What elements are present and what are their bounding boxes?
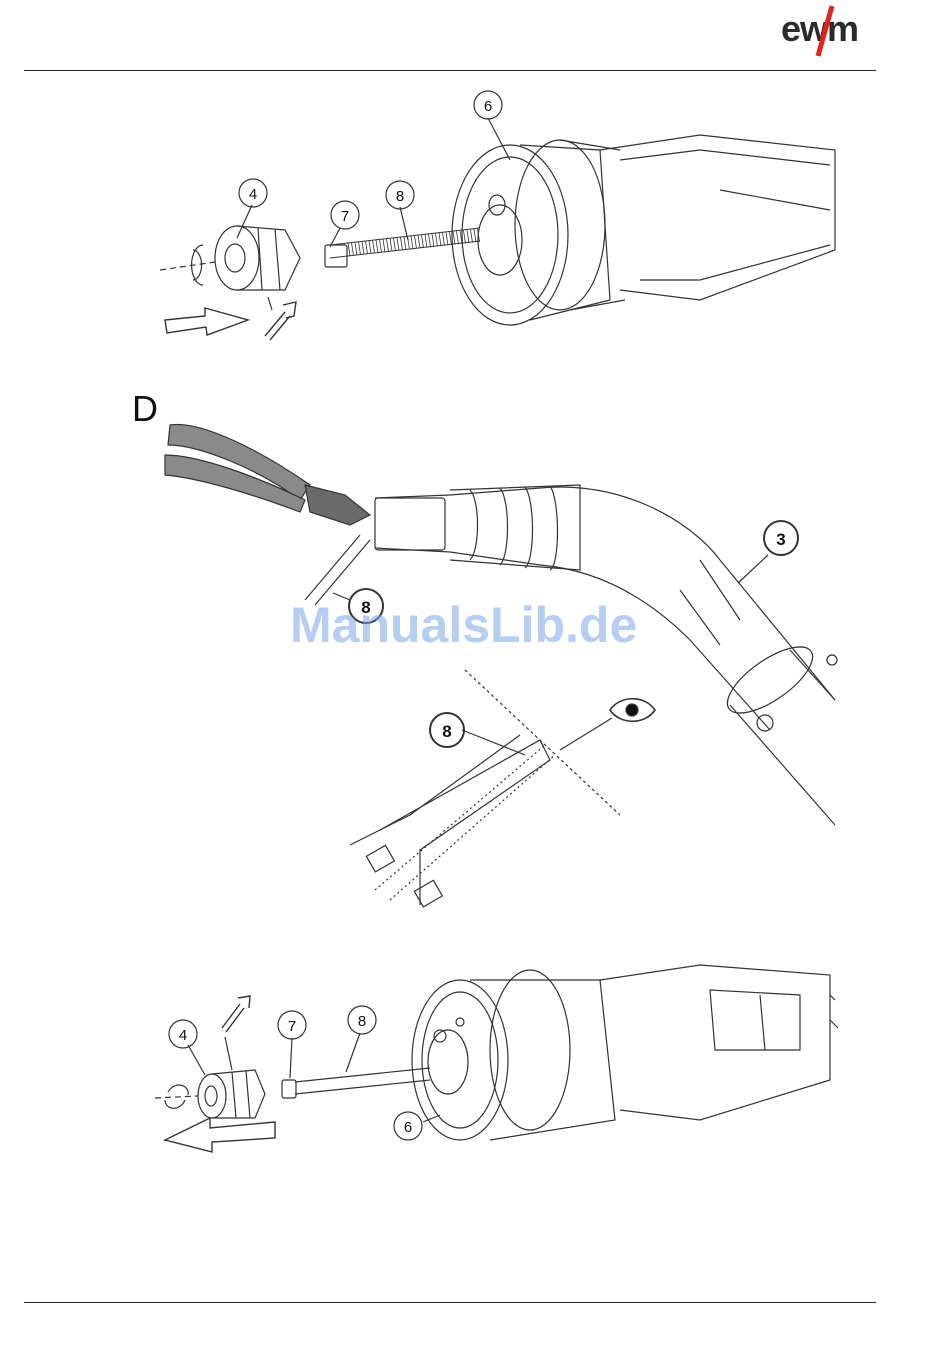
callout-7-fig3: 7 bbox=[288, 1018, 296, 1035]
callout-3-fig2: 3 bbox=[776, 530, 785, 549]
watermark: ManualsLib.de bbox=[290, 596, 637, 654]
callout-7-fig1: 7 bbox=[341, 208, 349, 225]
callout-8-fig1: 8 bbox=[396, 188, 404, 205]
callout-8-fig3: 8 bbox=[358, 1013, 366, 1030]
callout-4-fig1: 4 bbox=[249, 186, 257, 203]
figure-3-reassemble bbox=[155, 965, 838, 1152]
callout-6-fig3: 6 bbox=[404, 1119, 412, 1136]
callout-6-fig1: 6 bbox=[484, 98, 492, 115]
section-letter: D bbox=[132, 388, 158, 430]
figure-1-torch-connector bbox=[160, 118, 835, 340]
callout-8b-fig2: 8 bbox=[442, 722, 451, 741]
figure-2-cut-liner bbox=[165, 424, 837, 906]
callout-4-fig3: 4 bbox=[179, 1027, 187, 1044]
